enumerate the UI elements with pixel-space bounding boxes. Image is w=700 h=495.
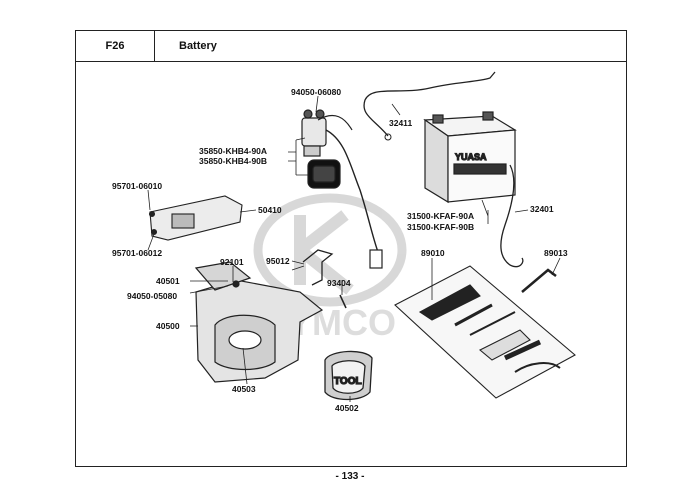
label-35850-khb4-90b: 35850-KHB4-90B: [199, 156, 267, 166]
battery-brand: YUASA: [455, 152, 487, 162]
label-95701-06012: 95701-06012: [112, 248, 162, 258]
label-95701-06010: 95701-06010: [112, 181, 162, 191]
label-40503: 40503: [232, 384, 256, 394]
label-92101: 92101: [220, 257, 244, 267]
battery-case-40500-icon: [194, 261, 324, 383]
hex-key-89013-icon: [521, 268, 557, 293]
diagram-frame: F26 Battery: [75, 30, 627, 467]
starter-relay-icon: [301, 109, 383, 269]
figure-title: Battery: [179, 40, 217, 52]
label-40501: 40501: [156, 276, 180, 286]
label-31500-kfaf-90a: 31500-KFAF-90A: [407, 211, 474, 221]
label-35850-khb4-90a: 35850-KHB4-90A: [199, 146, 267, 156]
tool-bag-text: TOOL: [334, 376, 362, 387]
bracket-50410-icon: [148, 195, 243, 241]
label-93404: 93404: [327, 278, 351, 288]
clip-95012-icon: [302, 249, 334, 286]
bolt-93404-icon: [339, 294, 347, 309]
label-32401: 32401: [530, 204, 554, 214]
figure-code: F26: [76, 31, 155, 61]
harness-32411-icon: [363, 71, 496, 137]
label-95012: 95012: [266, 256, 290, 266]
label-94050-06080: 94050-06080: [291, 87, 341, 97]
page-number: - 133 -: [335, 471, 365, 482]
cable-32401-icon: [500, 164, 524, 268]
label-89013: 89013: [544, 248, 568, 258]
part-labels: 94050-06080 35850-KHB4-90A 35850-KHB4-90…: [112, 87, 568, 413]
label-40502: 40502: [335, 403, 359, 413]
header-bar: F26 Battery: [76, 31, 626, 62]
leader-lines: [147, 95, 561, 402]
label-32411: 32411: [389, 118, 412, 128]
tool-kit-icon: [394, 265, 576, 399]
battery-icon: YUASA: [423, 111, 517, 204]
label-94050-05080: 94050-05080: [127, 291, 177, 301]
label-89010: 89010: [421, 248, 445, 258]
label-40500: 40500: [156, 321, 180, 331]
tool-bag-icon: TOOL: [324, 350, 373, 401]
label-50410: 50410: [258, 205, 282, 215]
label-31500-kfaf-90b: 31500-KFAF-90B: [407, 222, 474, 232]
